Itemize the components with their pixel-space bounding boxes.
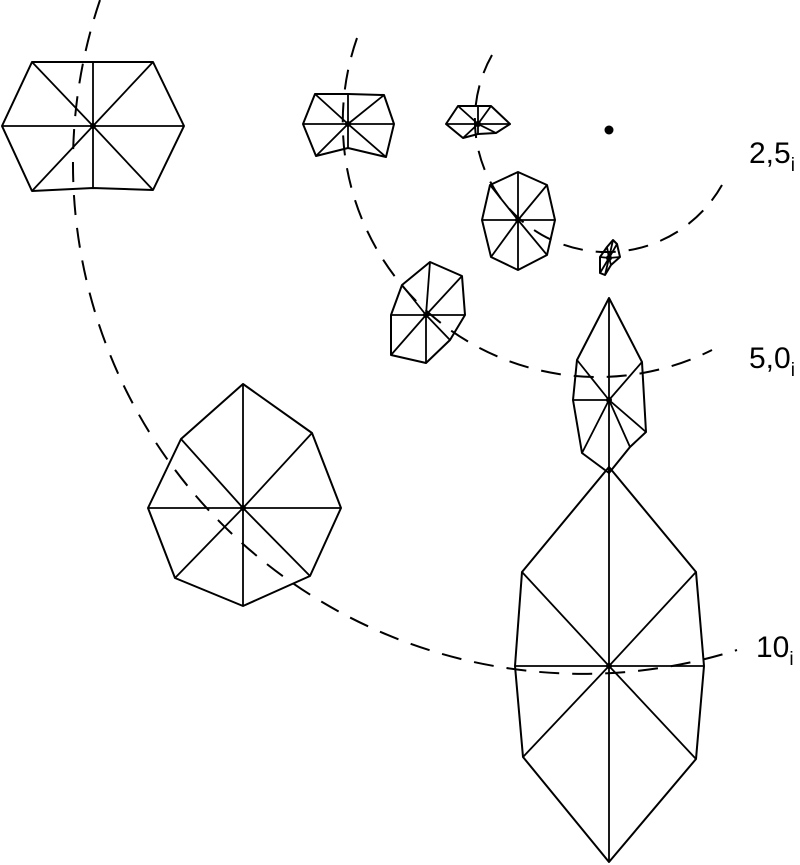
arc-radius-10 bbox=[71, 0, 738, 675]
shape-mid-top-center bbox=[345, 121, 351, 127]
shape-large-bottom bbox=[514, 466, 705, 863]
shape-vertical-thin-spoke-5 bbox=[581, 399, 610, 454]
shape-vertical-thin-center bbox=[606, 397, 612, 403]
shape-small-top-spoke-7 bbox=[457, 105, 479, 125]
shape-sliver bbox=[599, 239, 621, 276]
shape-top-left-center bbox=[90, 123, 96, 129]
shape-vertical-thin bbox=[572, 297, 647, 474]
shape-large-bottom-spoke-3 bbox=[608, 665, 697, 760]
shape-large-bottom-center bbox=[606, 663, 612, 669]
shape-mid-top-spoke-5 bbox=[315, 123, 349, 157]
shape-large-bottom-spoke-1 bbox=[608, 571, 697, 667]
shape-inner-right-spoke-3 bbox=[517, 219, 548, 256]
shape-sliver-center bbox=[606, 255, 612, 261]
shape-vertical-thin-spoke-7 bbox=[576, 359, 610, 401]
shape-middle-left-spoke-5 bbox=[390, 314, 427, 356]
shape-large-octagon-spoke-1 bbox=[242, 432, 313, 509]
shape-middle-left-spoke-3 bbox=[425, 314, 451, 341]
shape-inner-right-center bbox=[515, 217, 521, 223]
shape-top-left-spoke-7 bbox=[31, 61, 94, 127]
shape-middle-left-spoke-0 bbox=[425, 261, 431, 316]
shape-large-octagon-spoke-7 bbox=[180, 438, 244, 509]
shape-top-left-spoke-3 bbox=[92, 125, 154, 191]
shape-large-octagon-spoke-3 bbox=[242, 507, 311, 577]
shape-inner-right-spoke-7 bbox=[489, 184, 519, 221]
shape-mid-top-spoke-7 bbox=[314, 93, 349, 125]
shape-middle-left bbox=[390, 261, 466, 364]
shape-vertical-thin-spoke-3 bbox=[608, 399, 631, 448]
shape-small-top-spoke-5 bbox=[462, 123, 479, 139]
shape-middle-left-spoke-7 bbox=[401, 284, 427, 316]
shape-mid-top-spoke-3 bbox=[347, 123, 387, 158]
shapes-layer bbox=[1, 61, 705, 863]
shape-small-top-spoke-3 bbox=[477, 123, 497, 134]
shape-top-left-spoke-1 bbox=[92, 61, 154, 127]
arc-radius-2-5 bbox=[473, 54, 723, 254]
label-5-0-main: 5,0 bbox=[749, 342, 791, 375]
shape-top-left bbox=[1, 61, 185, 192]
shape-inner-right bbox=[481, 171, 556, 271]
shape-top-left-spoke-5 bbox=[31, 125, 94, 192]
shape-vertical-thin-spoke-1 bbox=[608, 361, 643, 401]
shape-vertical-thin-spoke-2 bbox=[608, 399, 647, 433]
shape-sliver-spoke-0 bbox=[608, 239, 614, 259]
shape-small-top bbox=[445, 105, 511, 139]
shape-small-top-spoke-1 bbox=[477, 105, 492, 125]
label-2-5: 2,5i bbox=[749, 137, 795, 176]
label-10: 10i bbox=[756, 631, 794, 670]
shape-middle-left-spoke-1 bbox=[425, 275, 463, 316]
shape-large-bottom-spoke-7 bbox=[521, 571, 610, 667]
label-10-sub: i bbox=[789, 649, 793, 670]
shape-large-octagon bbox=[147, 383, 342, 607]
center-point bbox=[604, 125, 614, 135]
shape-mid-top-spoke-1 bbox=[347, 94, 385, 125]
shape-inner-right-spoke-5 bbox=[490, 219, 519, 258]
label-5-0: 5,0i bbox=[749, 342, 795, 381]
label-5-0-sub: i bbox=[791, 360, 795, 381]
shape-large-octagon-outline bbox=[147, 383, 342, 607]
shape-inner-right-spoke-1 bbox=[517, 184, 548, 221]
shape-large-octagon-center bbox=[240, 505, 246, 511]
shape-large-bottom-spoke-5 bbox=[522, 665, 610, 758]
shape-middle-left-center bbox=[423, 312, 429, 318]
label-2-5-main: 2,5 bbox=[749, 137, 791, 170]
shape-large-octagon-spoke-5 bbox=[174, 507, 244, 579]
shape-mid-top bbox=[302, 93, 395, 158]
shape-small-top-center bbox=[475, 121, 481, 127]
label-10-main: 10 bbox=[756, 631, 789, 664]
arc-radius-5-0 bbox=[341, 37, 713, 379]
label-2-5-sub: i bbox=[791, 155, 795, 176]
